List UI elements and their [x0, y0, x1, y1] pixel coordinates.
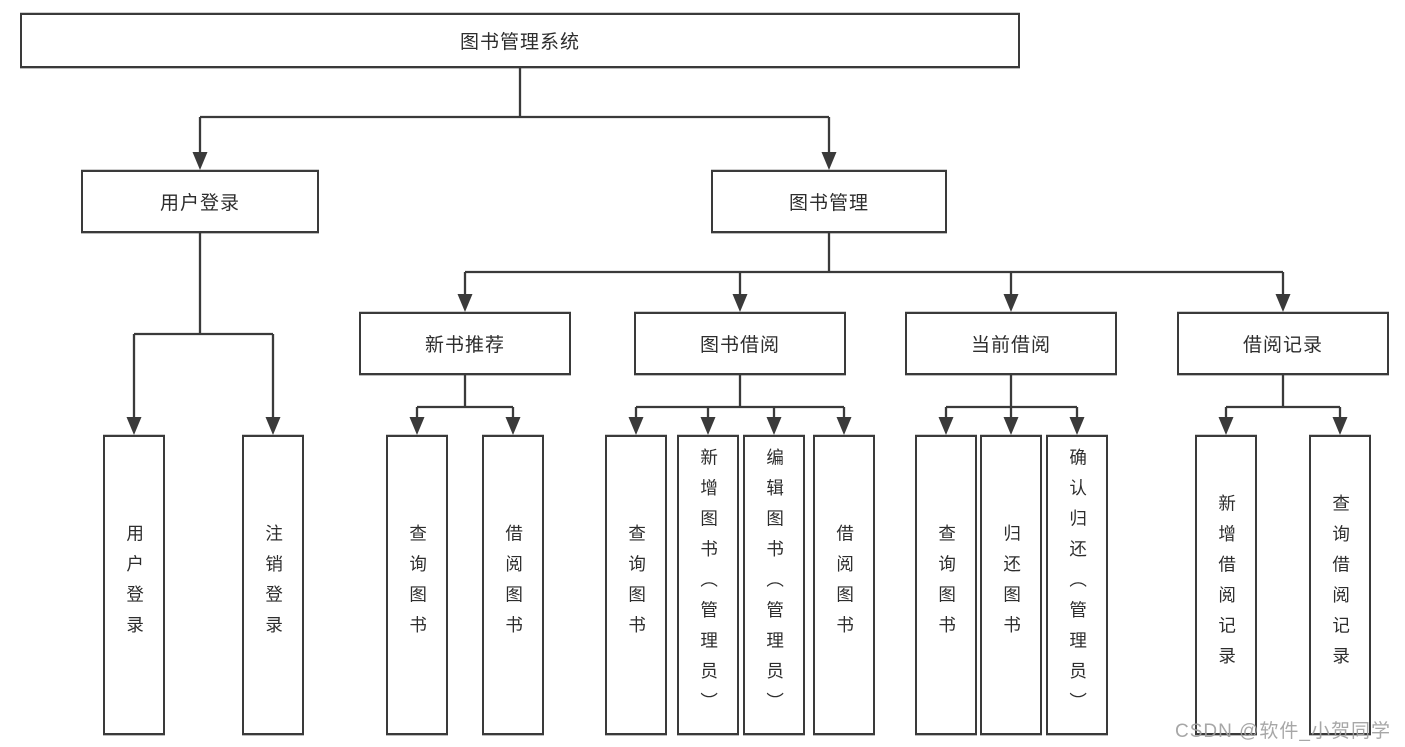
- leaf-add-book-admin: 新增图书（管理员）: [677, 435, 739, 735]
- leaf-query-book-current: 查询图书: [915, 435, 977, 735]
- node-label: 用户登录: [159, 193, 240, 214]
- node-label: 借阅记录: [1242, 335, 1323, 356]
- leaf-query-borrow-record: 查询借阅记录: [1309, 435, 1371, 735]
- node-label: 用户登录: [124, 524, 145, 646]
- node-label: 当前借阅: [970, 335, 1051, 356]
- node-label: 查询图书: [407, 524, 428, 646]
- node-label: 新增借阅记录: [1216, 493, 1237, 677]
- leaf-return-book: 归还图书: [980, 435, 1042, 735]
- node-label: 图书管理系统: [459, 32, 580, 53]
- node-borrow-record: 借阅记录: [1177, 312, 1389, 375]
- leaf-query-book-borrow: 查询图书: [605, 435, 667, 735]
- node-book-management: 图书管理: [711, 170, 947, 233]
- node-label: 新增图书（管理员）: [698, 447, 719, 723]
- leaf-borrow-book-recommend: 借阅图书: [482, 435, 544, 735]
- leaf-add-borrow-record: 新增借阅记录: [1195, 435, 1257, 735]
- node-label: 查询图书: [626, 524, 647, 646]
- node-label: 图书管理: [788, 193, 869, 214]
- leaf-query-book-recommend: 查询图书: [386, 435, 448, 735]
- node-library-system: 图书管理系统: [20, 13, 1020, 68]
- node-book-borrow: 图书借阅: [634, 312, 846, 375]
- node-label: 借阅图书: [834, 524, 855, 646]
- leaf-user-login: 用户登录: [103, 435, 165, 735]
- arrowheads: [126, 152, 1348, 435]
- node-label: 新书推荐: [424, 335, 505, 356]
- node-user-login: 用户登录: [81, 170, 319, 233]
- leaf-logout: 注销登录: [242, 435, 304, 735]
- node-label: 图书借阅: [699, 335, 780, 356]
- node-label: 查询借阅记录: [1330, 493, 1351, 677]
- node-label: 归还图书: [1001, 524, 1022, 646]
- node-label: 借阅图书: [503, 524, 524, 646]
- csdn-watermark: CSDN @软件_小贺同学: [1175, 721, 1391, 742]
- leaf-confirm-return-admin: 确认归还（管理员）: [1046, 435, 1108, 735]
- node-label: 查询图书: [936, 524, 957, 646]
- node-label: 注销登录: [263, 524, 284, 646]
- node-label: 确认归还（管理员）: [1067, 447, 1088, 723]
- leaf-edit-book-admin: 编辑图书（管理员）: [743, 435, 805, 735]
- node-new-book-recommend: 新书推荐: [359, 312, 571, 375]
- leaf-borrow-book: 借阅图书: [813, 435, 875, 735]
- node-current-borrow: 当前借阅: [905, 312, 1117, 375]
- node-label: 编辑图书（管理员）: [764, 447, 785, 723]
